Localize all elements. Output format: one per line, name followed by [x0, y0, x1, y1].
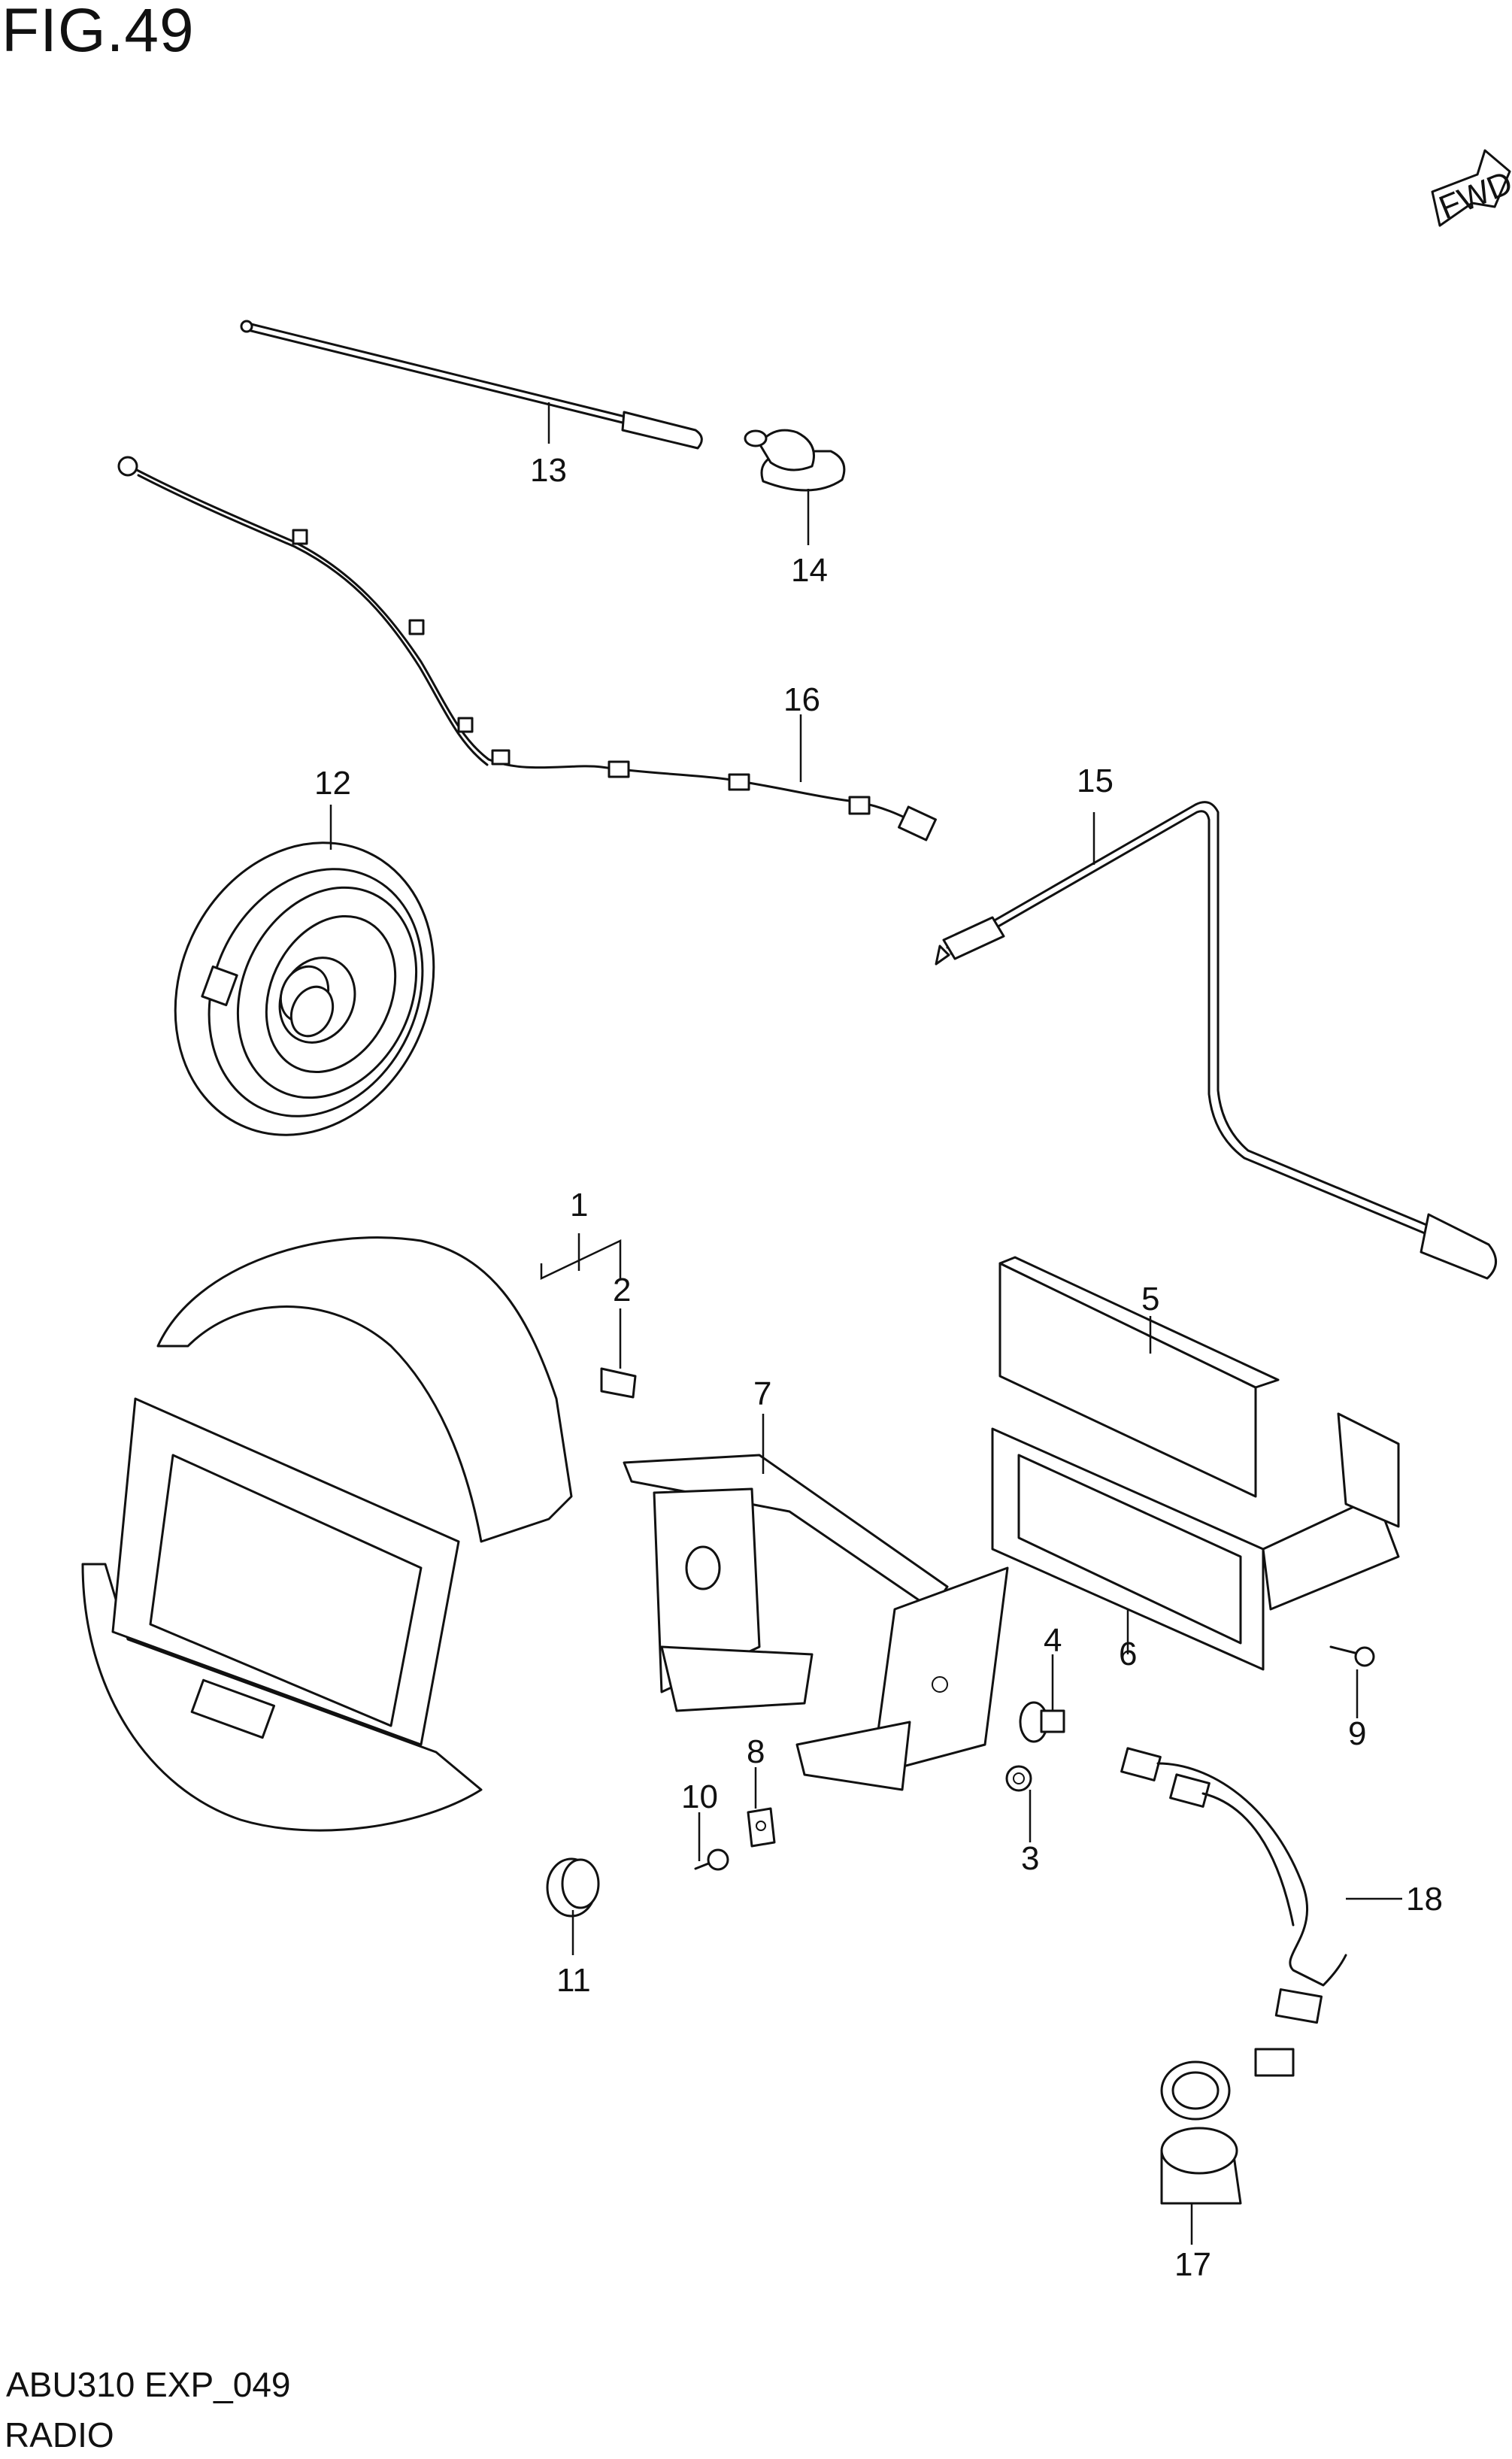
- radio-face: [998, 1256, 1280, 1498]
- antenna-base: [744, 429, 846, 492]
- speaker: [174, 841, 435, 1136]
- callout-9: 9: [1348, 1715, 1366, 1752]
- mounting-bracket: [623, 1454, 1009, 1791]
- callout-7: 7: [753, 1375, 771, 1412]
- callout-17: 17: [1174, 2246, 1211, 2283]
- figure-code: ABU310 EXP_049: [6, 2365, 291, 2404]
- antenna-feeder-cable: [935, 801, 1497, 1280]
- screw-10: [694, 1848, 729, 1871]
- callout-2: 2: [613, 1272, 631, 1308]
- lid-11: [546, 1857, 600, 1918]
- callout-13: 13: [530, 452, 567, 489]
- fwd-label: FWD: [1434, 164, 1512, 226]
- screw-9: [1329, 1645, 1375, 1667]
- callout-18: 18: [1406, 1881, 1443, 1918]
- accessory-socket: [1160, 2060, 1242, 2205]
- fwd-arrow-icon: FWD: [1431, 149, 1512, 227]
- callout-6: 6: [1119, 1636, 1137, 1672]
- figure-name: RADIO: [5, 2415, 114, 2454]
- antenna-rod: [240, 320, 703, 450]
- callout-12: 12: [314, 765, 351, 802]
- wiring-harness: [1120, 1747, 1347, 2077]
- clip: [600, 1367, 637, 1399]
- callout-15: 15: [1077, 763, 1114, 799]
- callout-1: 1: [570, 1187, 588, 1223]
- callout-8: 8: [747, 1733, 765, 1770]
- cushion-rubber: [1019, 1701, 1065, 1743]
- callout-5: 5: [1141, 1281, 1159, 1317]
- callout-16: 16: [783, 681, 820, 718]
- callout-4: 4: [1044, 1622, 1062, 1659]
- radio-unit: [991, 1412, 1400, 1671]
- leader-lines: [329, 402, 1402, 2245]
- callout-14: 14: [791, 552, 828, 589]
- figure-title: FIG.49: [2, 0, 195, 65]
- callout-10: 10: [681, 1778, 718, 1815]
- callout-3: 3: [1021, 1840, 1039, 1877]
- callout-numbers: 13 14 16 12 15 1 2 7 5 6 4 3 9 8 10 11 1…: [314, 452, 1443, 2283]
- grommet: [1005, 1765, 1032, 1792]
- nut-8: [747, 1807, 776, 1848]
- antenna-cable: [117, 456, 937, 841]
- callout-11: 11: [556, 1962, 591, 1999]
- console-garnish: [81, 1236, 573, 1832]
